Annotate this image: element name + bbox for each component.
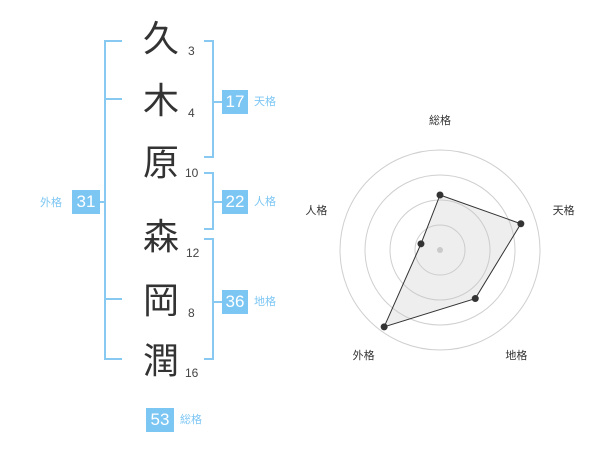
radar-axis-label: 人格 [305, 203, 327, 217]
bracket-line [204, 238, 214, 240]
bracket-line [212, 301, 222, 303]
soukaku-value: 53 [146, 408, 174, 432]
radar-point [380, 323, 388, 331]
tenkaku-value: 17 [222, 90, 248, 114]
radar-point [417, 240, 425, 248]
bracket-line [212, 40, 214, 158]
bracket-line [104, 40, 106, 360]
radar-axis-label: 地格 [505, 348, 527, 362]
bracket-line [104, 298, 122, 300]
bracket-line [104, 98, 122, 100]
bracket-line [204, 228, 214, 230]
name-char-5: 岡 [142, 281, 179, 322]
radar-polygon [383, 194, 522, 328]
bracket-line [204, 358, 214, 360]
soukaku-label: 総格 [180, 413, 202, 426]
stroke-count-1: 3 [188, 44, 195, 58]
radar-center-dot [437, 247, 443, 253]
bracket-line [204, 40, 214, 42]
bracket-line [212, 201, 222, 203]
stroke-count-2: 4 [188, 106, 195, 120]
radar-point [436, 191, 444, 199]
radar-ring [339, 149, 541, 351]
stroke-count-4: 12 [186, 246, 200, 260]
name-char-4: 森 [142, 217, 179, 258]
name-char-2: 木 [142, 81, 179, 122]
bracket-line [204, 156, 214, 158]
gaikaku-label: 外格 [40, 196, 62, 209]
radar-axis-label: 天格 [553, 203, 575, 217]
radar-point [517, 220, 525, 228]
chikaku-label: 地格 [254, 295, 276, 308]
name-char-6: 潤 [142, 341, 179, 382]
stroke-count-5: 8 [188, 306, 195, 320]
radar-axis-label: 外格 [353, 348, 375, 362]
radar-ring [364, 174, 516, 326]
jinkaku-value: 22 [222, 190, 248, 214]
radar-axis-label: 総格 [429, 113, 451, 127]
gaikaku-value: 31 [72, 190, 100, 214]
name-char-3: 原 [142, 143, 179, 184]
radar-ring [389, 199, 491, 301]
radar-ring [414, 224, 466, 276]
tenkaku-label: 天格 [254, 95, 276, 108]
bracket-line [98, 201, 106, 203]
chikaku-value: 36 [222, 290, 248, 314]
stroke-count-3: 10 [185, 166, 199, 180]
radar-point [471, 295, 479, 303]
bracket-line [104, 358, 122, 360]
bracket-line [104, 40, 122, 42]
bracket-line [212, 238, 214, 360]
stroke-count-6: 16 [185, 366, 199, 380]
bracket-line [212, 101, 222, 103]
bracket-line [204, 172, 214, 174]
jinkaku-label: 人格 [254, 195, 276, 208]
name-char-1: 久 [142, 19, 179, 60]
